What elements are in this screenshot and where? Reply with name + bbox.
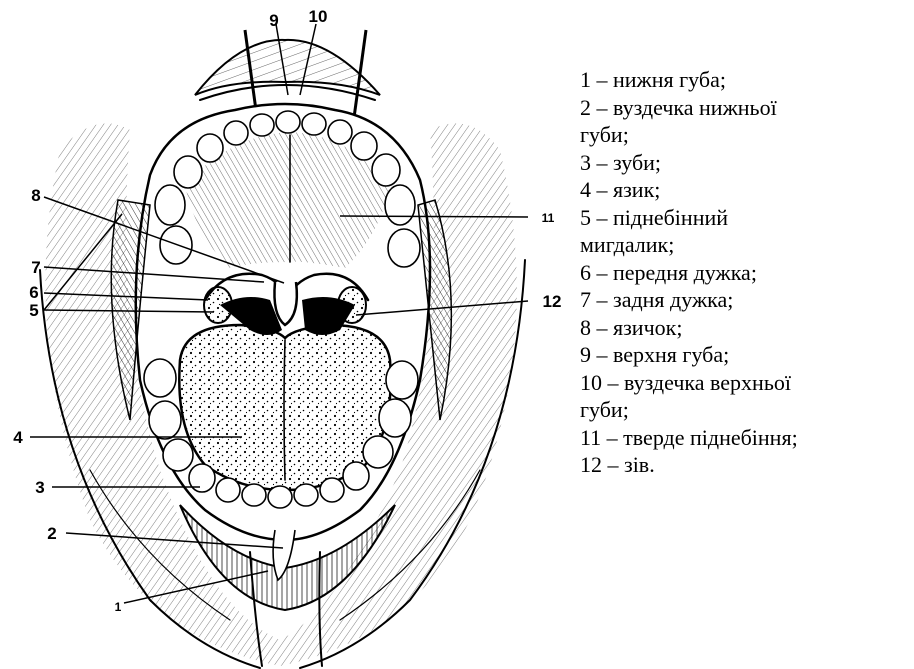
label-8: 8 — [31, 186, 40, 205]
legend-line: 1 – нижня губа; — [580, 66, 910, 94]
label-6: 6 — [29, 283, 38, 302]
label-9: 9 — [269, 11, 278, 30]
oral-cavity-illustration: 9 10 8 11 7 6 5 12 4 3 2 1 — [0, 0, 580, 669]
legend-line: 9 – верхня губа; — [580, 341, 910, 369]
label-4: 4 — [13, 428, 23, 447]
legend-line: 3 – зуби; — [580, 149, 910, 177]
legend-line: 10 – вуздечка верхньої — [580, 369, 910, 397]
legend-line: 5 – піднебінний — [580, 204, 910, 232]
label-3: 3 — [35, 478, 44, 497]
legend-line: 6 – передня дужка; — [580, 259, 910, 287]
legend-line: 4 – язик; — [580, 176, 910, 204]
legend-line: 2 – вуздечка нижньої — [580, 94, 910, 122]
label-12: 12 — [543, 292, 562, 311]
legend-line: мигдалик; — [580, 231, 910, 259]
label-10: 10 — [309, 7, 328, 26]
legend-line: 11 – тверде піднебіння; — [580, 424, 910, 452]
legend-line: 8 – язичок; — [580, 314, 910, 342]
label-1: 1 — [115, 600, 122, 614]
legend-line: губи; — [580, 396, 910, 424]
legend: 1 – нижня губа; 2 – вуздечка нижньої губ… — [580, 66, 910, 479]
label-5: 5 — [29, 301, 38, 320]
label-7: 7 — [31, 258, 40, 277]
legend-line: 12 – зів. — [580, 451, 910, 479]
legend-line: 7 – задня дужка; — [580, 286, 910, 314]
legend-line: губи; — [580, 121, 910, 149]
label-11: 11 — [542, 211, 555, 225]
label-2: 2 — [47, 524, 56, 543]
